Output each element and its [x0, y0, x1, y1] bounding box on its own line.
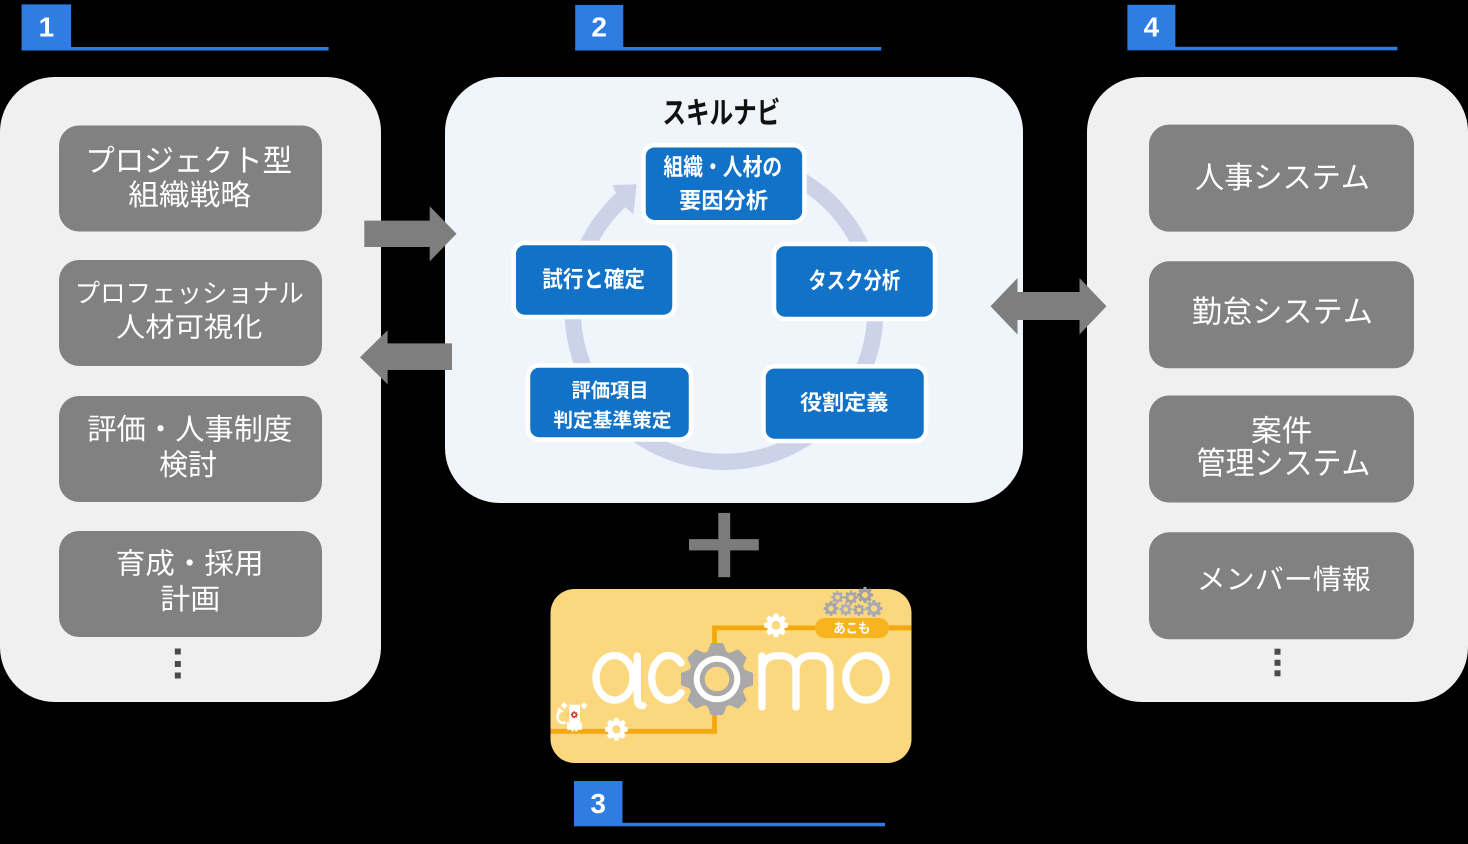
svg-text:2: 2: [591, 12, 607, 43]
svg-text:4: 4: [1144, 12, 1160, 43]
svg-text:3: 3: [590, 788, 606, 819]
svg-text:1: 1: [39, 12, 55, 43]
